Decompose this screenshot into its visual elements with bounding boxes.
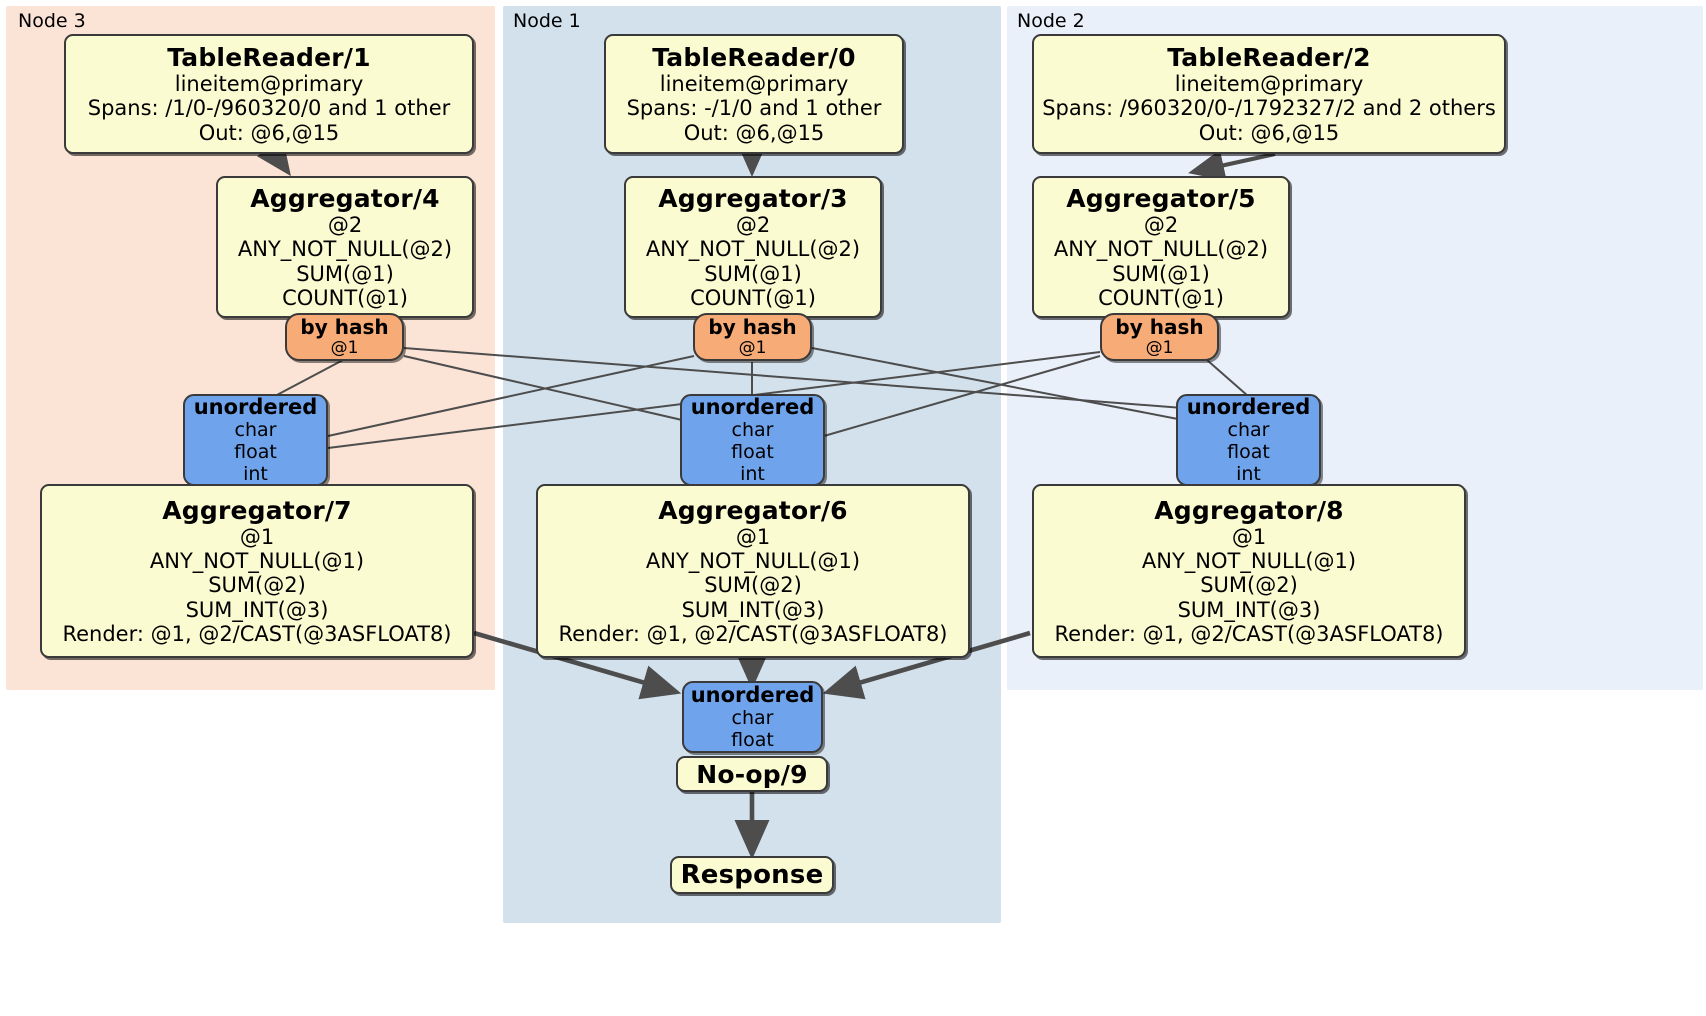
processor-detail-line: @2 [735, 212, 771, 237]
processor-tablereader-2[interactable]: TableReader/2 lineitem@primary Spans: /9… [1032, 34, 1506, 154]
processor-detail-line: SUM(@1) [296, 261, 394, 286]
router-title: by hash [1115, 314, 1204, 339]
processor-detail-line: Out: @6,@15 [1198, 120, 1340, 145]
processor-render-line: Render: @1, @2/CAST(@3ASFLOAT8) [62, 622, 452, 647]
synchronizer-type-line: float [731, 729, 774, 752]
node-group-label-node-1: Node 1 [513, 10, 581, 32]
router-by-hash-node-3[interactable]: by hash @1 [285, 313, 404, 361]
processor-detail-line: ANY_NOT_NULL(@1) [149, 548, 365, 573]
processor-tablereader-1[interactable]: TableReader/1 lineitem@primary Spans: /1… [64, 34, 474, 154]
router-by-hash-node-2[interactable]: by hash @1 [1100, 313, 1219, 361]
processor-detail-line: @1 [1231, 524, 1267, 549]
synchronizer-type-line: char [234, 419, 277, 442]
synchronizer-title: unordered [193, 394, 318, 419]
processor-response[interactable]: Response [670, 856, 834, 894]
router-detail-line: @1 [1145, 337, 1174, 358]
processor-aggregator-4[interactable]: Aggregator/4 @2 ANY_NOT_NULL(@2) SUM(@1)… [216, 176, 474, 318]
synchronizer-unordered-node-3[interactable]: unordered char float int [183, 394, 328, 486]
processor-title: TableReader/1 [167, 42, 371, 72]
router-detail-line: @1 [738, 337, 767, 358]
processor-no-op-9[interactable]: No-op/9 [676, 756, 828, 792]
processor-title: TableReader/2 [1167, 42, 1371, 72]
processor-title: TableReader/0 [652, 42, 856, 72]
node-group-label-node-2: Node 2 [1017, 10, 1085, 32]
synchronizer-type-line: int [243, 463, 268, 486]
processor-detail-line: SUM_INT(@3) [185, 597, 329, 622]
synchronizer-type-line: char [1227, 419, 1270, 442]
synchronizer-type-line: float [731, 441, 774, 464]
processor-detail-line: SUM_INT(@3) [681, 597, 825, 622]
router-detail-line: @1 [330, 337, 359, 358]
synchronizer-type-line: char [731, 707, 774, 730]
processor-detail-line: @1 [735, 524, 771, 549]
processor-aggregator-6[interactable]: Aggregator/6 @1 ANY_NOT_NULL(@1) SUM(@2)… [536, 484, 970, 658]
processor-aggregator-7[interactable]: Aggregator/7 @1 ANY_NOT_NULL(@1) SUM(@2)… [40, 484, 474, 658]
processor-detail-line: Spans: /1/0-/960320/0 and 1 other [87, 96, 451, 121]
processor-detail-line: SUM_INT(@3) [1177, 597, 1321, 622]
processor-title: Aggregator/4 [250, 183, 440, 213]
synchronizer-title: unordered [690, 682, 815, 707]
processor-detail-line: SUM(@2) [704, 573, 802, 598]
processor-detail-line: @2 [1143, 212, 1179, 237]
processor-detail-line: lineitem@primary [174, 71, 364, 96]
synchronizer-type-line: char [731, 419, 774, 442]
synchronizer-unordered-node-1[interactable]: unordered char float int [680, 394, 825, 486]
processor-detail-line: Out: @6,@15 [198, 120, 340, 145]
processor-detail-line: SUM(@2) [1200, 573, 1298, 598]
processor-title: Aggregator/3 [658, 183, 848, 213]
processor-detail-line: Spans: /960320/0-/1792327/2 and 2 others [1042, 96, 1496, 121]
processor-detail-line: SUM(@2) [208, 573, 306, 598]
processor-title: Aggregator/6 [658, 495, 848, 525]
router-title: by hash [708, 314, 797, 339]
processor-detail-line: SUM(@1) [1112, 261, 1210, 286]
processor-detail-line: lineitem@primary [1174, 71, 1364, 96]
processor-detail-line: @2 [327, 212, 363, 237]
synchronizer-type-line: int [740, 463, 765, 486]
processor-detail-line: ANY_NOT_NULL(@1) [1141, 548, 1357, 573]
processor-detail-line: ANY_NOT_NULL(@2) [645, 237, 861, 262]
processor-detail-line: Out: @6,@15 [683, 120, 825, 145]
processor-detail-line: Spans: -/1/0 and 1 other [626, 96, 882, 121]
synchronizer-unordered-final[interactable]: unordered char float [682, 681, 823, 753]
processor-detail-line: SUM(@1) [704, 261, 802, 286]
processor-detail-line: @1 [239, 524, 275, 549]
processor-detail-line: COUNT(@1) [1098, 285, 1224, 310]
processor-aggregator-5[interactable]: Aggregator/5 @2 ANY_NOT_NULL(@2) SUM(@1)… [1032, 176, 1290, 318]
node-group-label-node-3: Node 3 [18, 10, 86, 32]
processor-title: No-op/9 [696, 759, 808, 789]
processor-tablereader-0[interactable]: TableReader/0 lineitem@primary Spans: -/… [604, 34, 904, 154]
synchronizer-type-line: int [1236, 463, 1261, 486]
router-title: by hash [300, 314, 389, 339]
synchronizer-unordered-node-2[interactable]: unordered char float int [1176, 394, 1321, 486]
processor-detail-line: COUNT(@1) [282, 285, 408, 310]
processor-detail-line: ANY_NOT_NULL(@2) [1053, 237, 1269, 262]
router-by-hash-node-1[interactable]: by hash @1 [693, 313, 812, 361]
processor-detail-line: ANY_NOT_NULL(@2) [237, 237, 453, 262]
synchronizer-type-line: float [1227, 441, 1270, 464]
processor-title: Aggregator/7 [162, 495, 352, 525]
processor-title: Response [680, 859, 824, 890]
processor-title: Aggregator/5 [1066, 183, 1256, 213]
processor-aggregator-8[interactable]: Aggregator/8 @1 ANY_NOT_NULL(@1) SUM(@2)… [1032, 484, 1466, 658]
processor-detail-line: ANY_NOT_NULL(@1) [645, 548, 861, 573]
processor-aggregator-3[interactable]: Aggregator/3 @2 ANY_NOT_NULL(@2) SUM(@1)… [624, 176, 882, 318]
synchronizer-title: unordered [690, 394, 815, 419]
processor-detail-line: COUNT(@1) [690, 285, 816, 310]
processor-render-line: Render: @1, @2/CAST(@3ASFLOAT8) [558, 622, 948, 647]
processor-detail-line: lineitem@primary [659, 71, 849, 96]
processor-render-line: Render: @1, @2/CAST(@3ASFLOAT8) [1054, 622, 1444, 647]
synchronizer-title: unordered [1186, 394, 1311, 419]
processor-title: Aggregator/8 [1154, 495, 1344, 525]
synchronizer-type-line: float [234, 441, 277, 464]
